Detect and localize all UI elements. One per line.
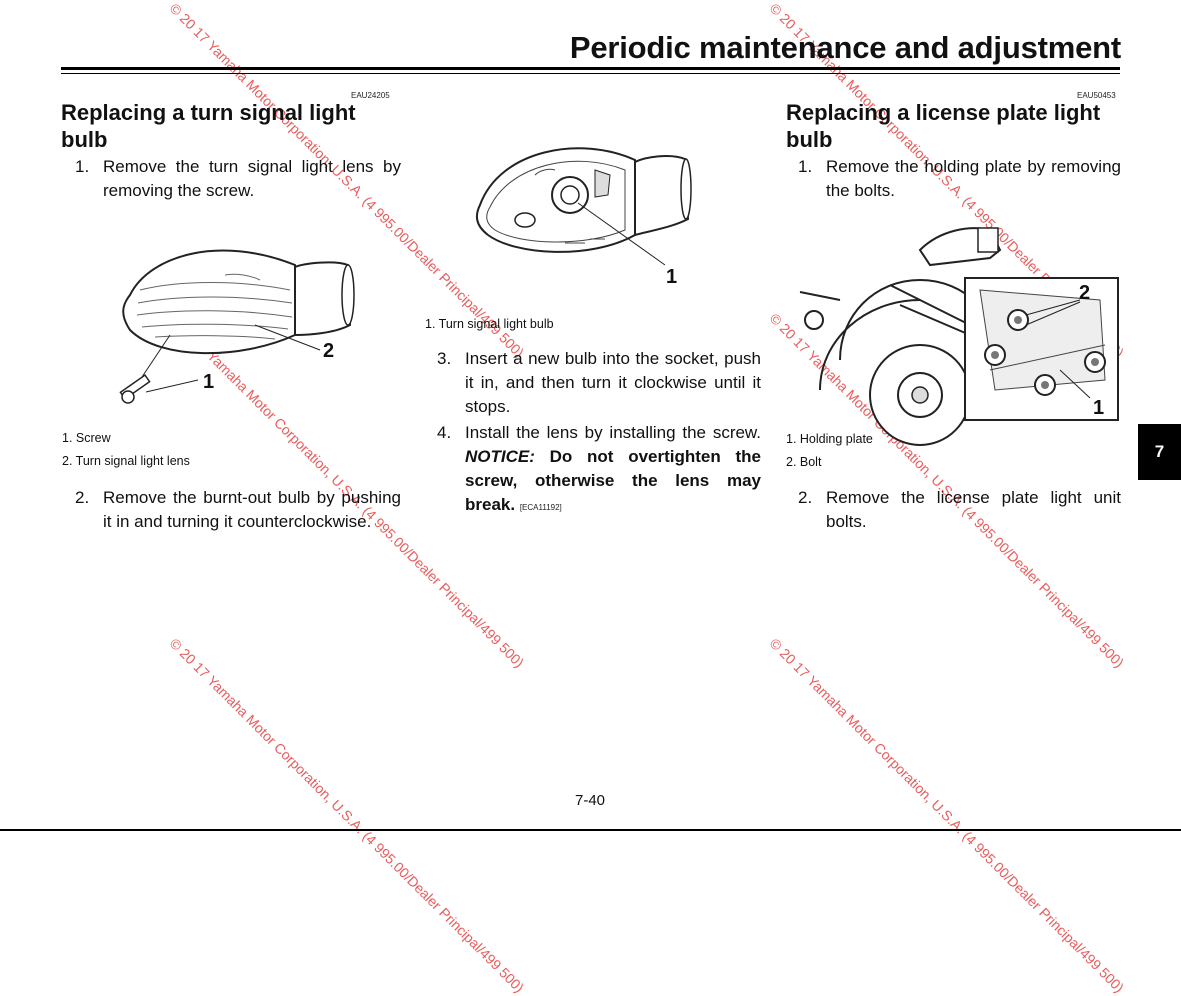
section-code: EAU50453 xyxy=(1077,91,1116,100)
bottom-rule xyxy=(0,829,1181,831)
step-text: Insert a new bulb into the socket, push … xyxy=(465,349,761,416)
caption-bolt: 2. Bolt xyxy=(786,455,822,469)
notice-text: Do not overtighten the screw, otherwise … xyxy=(465,447,761,514)
caption-holding-plate: 1. Holding plate xyxy=(786,432,873,446)
section-heading-turn-signal: Replacing a turn signal light bulb xyxy=(61,100,356,152)
header-rule-thin xyxy=(61,73,1120,74)
caption-screw: 1. Screw xyxy=(62,431,111,445)
watermark: © 20 17 Yamaha Motor Corporation, U.S.A.… xyxy=(766,635,1128,996)
step-number: 4. xyxy=(437,423,452,442)
chapter-tab: 7 xyxy=(1138,424,1181,480)
step-number: 3. xyxy=(437,349,452,368)
section-code: EAU24205 xyxy=(351,91,390,100)
page-number: 7-40 xyxy=(575,792,606,809)
callout-2: 2 xyxy=(1079,282,1091,304)
step-text: Install the lens by installing the screw… xyxy=(465,421,761,520)
license-plate-bracket-illustration xyxy=(799,227,1119,446)
turn-signal-bulb-illustration xyxy=(475,147,692,266)
step-text: Remove the turn signal light lens by rem… xyxy=(103,157,401,200)
step-number: 2. xyxy=(75,488,90,507)
step-number: 2. xyxy=(798,488,813,507)
page-header-title: Periodic maintenance and adjustment xyxy=(569,30,1121,65)
caption-bulb: 1. Turn signal light bulb xyxy=(425,317,554,331)
notice-label: NOTICE: xyxy=(465,447,535,466)
step-text: Remove the burnt-out bulb by pushing it … xyxy=(103,488,401,531)
watermark: © 20 17 Yamaha Motor Corporation, U.S.A.… xyxy=(166,635,528,996)
step-text: Remove the holding plate by removing the… xyxy=(826,157,1121,200)
section-heading-license-plate: Replacing a license plate light bulb xyxy=(786,100,1101,152)
callout-2: 2 xyxy=(323,340,335,362)
header-rule-thick xyxy=(61,67,1120,70)
step-number: 1. xyxy=(75,157,90,176)
step-text: Remove the license plate light unit bolt… xyxy=(826,488,1121,531)
step-4-text: Install the lens by installing the screw… xyxy=(465,423,761,442)
notice-code: [ECA11192] xyxy=(519,503,562,512)
caption-lens: 2. Turn signal light lens xyxy=(62,454,190,468)
turn-signal-lens-illustration xyxy=(119,249,355,404)
callout-1: 1 xyxy=(666,266,678,288)
callout-1: 1 xyxy=(1093,397,1105,419)
callout-1: 1 xyxy=(203,371,215,393)
step-number: 1. xyxy=(798,157,813,176)
